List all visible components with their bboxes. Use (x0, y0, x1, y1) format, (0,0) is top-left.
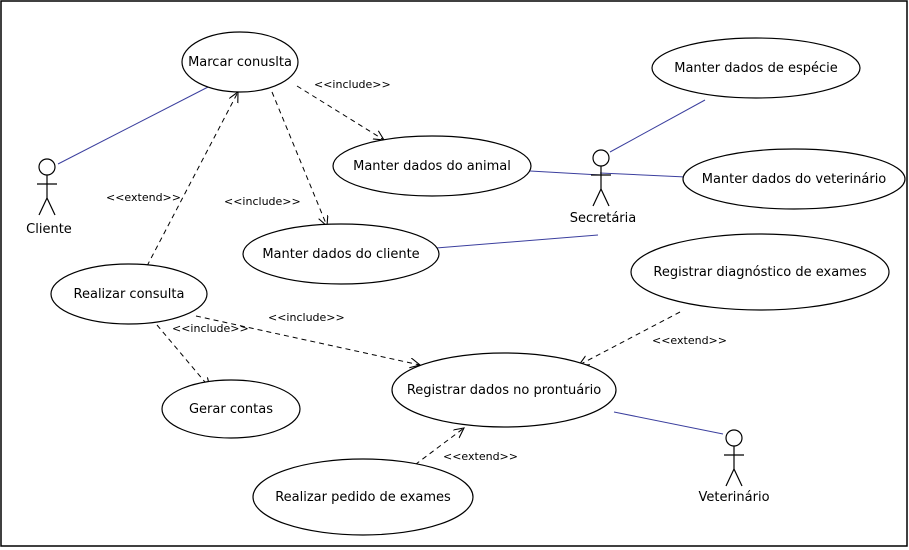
dependencies (146, 85, 681, 471)
actor-head-icon (38, 158, 56, 176)
label-include-marcar-cliente: <<include>> (224, 195, 301, 208)
use-case-label: Realizar pedido de exames (275, 490, 451, 505)
actor-secretaria[interactable]: Secretária (570, 149, 636, 226)
use-case-label: Realizar consulta (74, 287, 185, 302)
label-include-marcar-animal: <<include>> (314, 78, 391, 91)
include-realizar-gerar (156, 324, 210, 388)
actor-cliente[interactable]: Cliente (26, 158, 72, 237)
use-case-manter-cliente[interactable]: Manter dados do cliente (242, 223, 440, 285)
include-marcar-cliente (271, 91, 327, 226)
use-case-label: Manter dados do animal (353, 159, 511, 174)
actor-head-icon (725, 429, 743, 447)
associations (57, 85, 724, 435)
use-case-label: Registrar dados no prontuário (407, 383, 601, 398)
use-case-label: Manter dados de espécie (674, 61, 837, 76)
include-marcar-animal (296, 85, 384, 140)
extend-diagnostico-prontuario (579, 311, 681, 365)
use-case-manter-especie[interactable]: Manter dados de espécie (651, 37, 861, 99)
assoc-veterinario-prontuario (613, 411, 724, 435)
assoc-secretaria-cliente (435, 234, 599, 249)
assoc-cliente-marcar (57, 85, 211, 165)
actor-veterinario[interactable]: Veterinário (698, 429, 770, 505)
use-case-label: Manter dados do veterinário (702, 172, 887, 187)
label-include-realizar-gerar: <<include>> (172, 322, 249, 335)
label-include-realizar-prontuario: <<include>> (268, 311, 345, 324)
assoc-secretaria-animal (529, 170, 601, 176)
assoc-secretaria-veterinario-dados (599, 172, 687, 178)
use-case-manter-animal[interactable]: Manter dados do animal (332, 135, 532, 197)
actor-head-icon (592, 149, 610, 167)
actors: Cliente Secretária Veterinário (26, 149, 770, 505)
use-case-registrar-prontuario[interactable]: Registrar dados no prontuário (391, 352, 617, 428)
include-realizar-prontuario (195, 315, 420, 365)
extend-pedido-prontuario (407, 428, 464, 471)
use-case-gerar-contas[interactable]: Gerar contas (161, 379, 301, 439)
label-extend-realizar-marcar: <<extend>> (106, 191, 181, 204)
use-case-label: Registrar diagnóstico de exames (653, 265, 866, 280)
use-case-label: Marcar conuslta (188, 55, 292, 70)
assoc-secretaria-especie (609, 99, 706, 153)
use-case-marcar-consulta[interactable]: Marcar conuslta (181, 31, 299, 93)
use-cases: Marcar conuslta Manter dados do animal M… (50, 31, 906, 536)
use-case-realizar-pedido[interactable]: Realizar pedido de exames (252, 458, 474, 536)
dependency-labels: <<include>> <<include>> <<extend>> <<inc… (106, 78, 727, 463)
use-case-label: Gerar contas (189, 402, 273, 417)
extend-realizar-marcar (146, 92, 238, 267)
label-extend-pedido-prontuario: <<extend>> (443, 450, 518, 463)
actor-label: Veterinário (698, 490, 769, 505)
label-extend-diagnostico-prontuario: <<extend>> (652, 334, 727, 347)
actor-label: Secretária (570, 211, 636, 226)
actor-label: Cliente (26, 222, 72, 237)
use-case-label: Manter dados do cliente (262, 247, 419, 262)
use-case-registrar-diagnostico[interactable]: Registrar diagnóstico de exames (630, 233, 890, 311)
use-case-realizar-consulta[interactable]: Realizar consulta (50, 263, 208, 325)
use-case-manter-veterinario[interactable]: Manter dados do veterinário (682, 148, 906, 210)
